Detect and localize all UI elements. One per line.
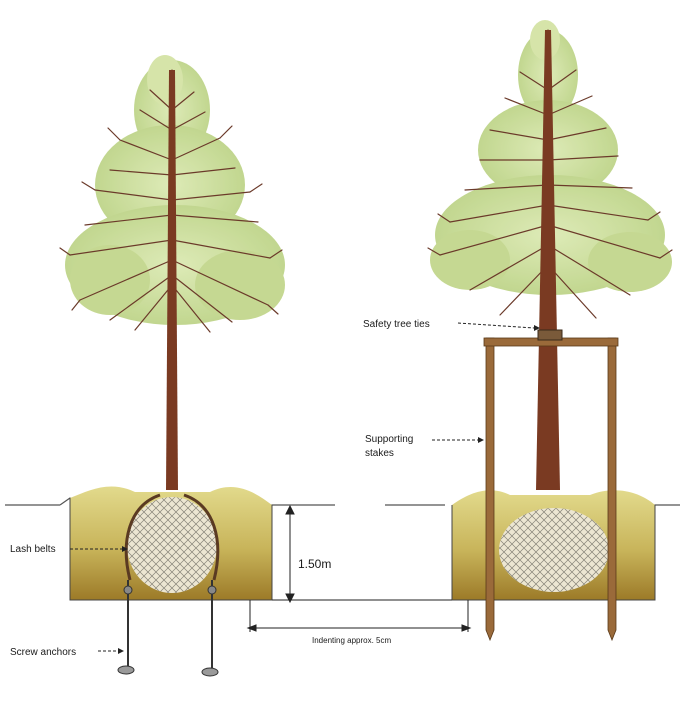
leader-arrows [70, 322, 535, 652]
right-tree-branches [427, 29, 673, 319]
supporting-stakes [483, 337, 619, 642]
left-lash-belts [124, 493, 220, 581]
left-tree [59, 55, 285, 490]
label-screw-anchors: Screw anchors [10, 647, 76, 658]
label-supporting-stakes-2: stakes [365, 448, 394, 459]
depth-dimension [272, 504, 452, 604]
left-planting-pit [69, 486, 273, 677]
left-tree-branches [59, 69, 283, 333]
left-tree-trunk [166, 70, 178, 490]
label-supporting-stakes-1: Supporting [365, 434, 413, 445]
right-planting-pit [451, 329, 656, 642]
screw-anchors [117, 580, 219, 677]
safety-tree-tie [537, 329, 563, 341]
right-tree-trunk [536, 30, 560, 490]
right-tree [427, 20, 673, 490]
indenting-dimension [246, 600, 472, 632]
left-tree-foliage [65, 55, 285, 325]
label-lash-belts: Lash belts [10, 544, 56, 555]
label-safety-tree-ties: Safety tree ties [363, 319, 430, 330]
label-indenting: Indenting approx. 5cm [312, 636, 391, 645]
label-depth: 1.50m [298, 557, 331, 571]
right-tree-foliage [430, 20, 672, 295]
